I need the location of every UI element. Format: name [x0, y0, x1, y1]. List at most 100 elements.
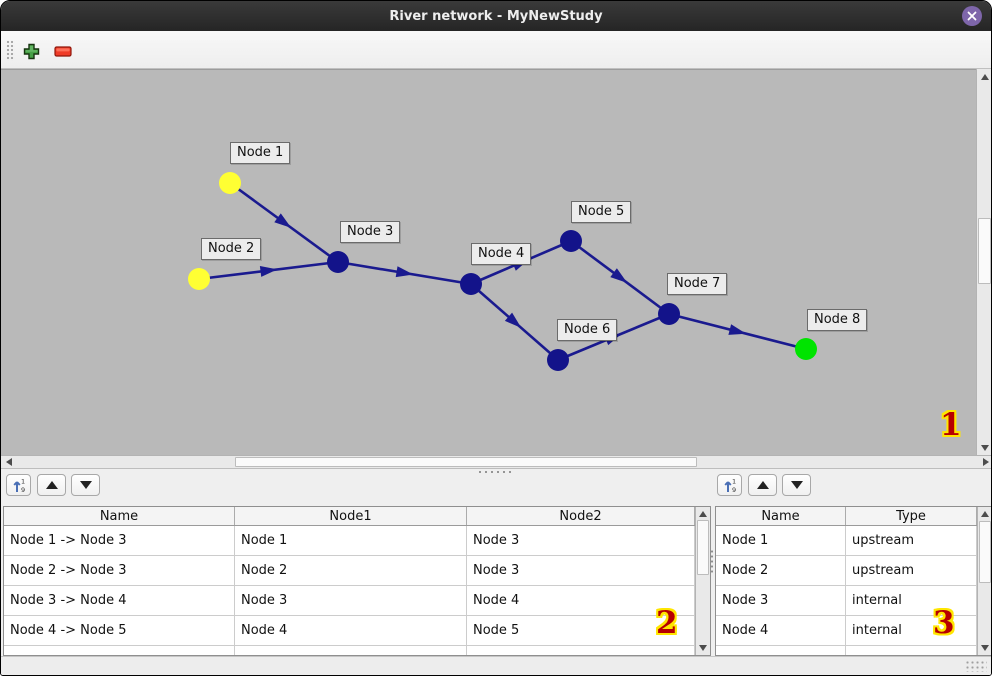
network-node[interactable] [219, 172, 241, 194]
scroll-down-button[interactable] [977, 440, 991, 455]
node-label: Node 1 [230, 142, 291, 164]
nodes-table-scrollbar[interactable] [977, 507, 991, 655]
edge-arrow-icon [610, 268, 628, 283]
triangle-down-icon [981, 645, 989, 651]
nodes-cell: Node 2 [716, 556, 846, 586]
scroll-up-button[interactable] [977, 69, 991, 84]
node-label: Node 3 [340, 221, 401, 243]
triangle-up-icon [756, 481, 769, 489]
nodes-cell: upstream [846, 526, 977, 556]
reaches-cell: Node 4 [467, 586, 695, 616]
edge-arrow-icon [259, 266, 278, 277]
reaches-row-empty [4, 646, 695, 655]
window-title: River network - MyNewStudy [389, 8, 603, 24]
canvas-vertical-scrollbar[interactable] [976, 69, 991, 455]
node-label: Node 6 [557, 319, 618, 341]
nodes-cell: upstream [846, 556, 977, 586]
triangle-up-icon [980, 73, 989, 80]
nodes-column-header[interactable]: Type [846, 507, 977, 525]
scroll-up-button[interactable] [696, 507, 710, 521]
network-node[interactable] [547, 349, 569, 371]
network-node[interactable] [188, 268, 210, 290]
reaches-cell [235, 646, 467, 655]
annotation-2: 2 [656, 605, 678, 641]
triangle-right-icon [982, 458, 989, 466]
reaches-move-down-button[interactable] [71, 474, 100, 496]
close-button[interactable] [962, 6, 982, 26]
scroll-up-button[interactable] [978, 507, 991, 521]
nodes-move-up-button[interactable] [748, 474, 777, 496]
scroll-down-button[interactable] [696, 641, 710, 655]
scrollbar-thumb[interactable] [978, 218, 991, 284]
triangle-down-icon [699, 645, 707, 651]
remove-button[interactable] [51, 39, 75, 63]
edge-arrow-icon [504, 312, 522, 328]
scroll-right-button[interactable] [978, 456, 991, 468]
nodes-move-down-button[interactable] [782, 474, 811, 496]
node-label: Node 2 [201, 238, 262, 260]
splitter-grip-icon [477, 470, 513, 474]
minus-icon [54, 45, 72, 57]
reaches-sort-button[interactable]: 1 9 [6, 474, 31, 496]
node-label: Node 8 [807, 309, 868, 331]
nodes-sort-button[interactable]: 1 9 [717, 474, 742, 496]
nodes-cell: Node 1 [716, 526, 846, 556]
reaches-column-header[interactable]: Node1 [235, 507, 467, 525]
reaches-cell: Node 3 [467, 556, 695, 586]
plus-icon [23, 43, 39, 59]
canvas-horizontal-scrollbar[interactable] [1, 455, 991, 469]
nodes-column-header[interactable]: Name [716, 507, 846, 525]
triangle-up-icon [981, 511, 989, 517]
nodes-cell: internal [846, 586, 977, 616]
nodes-cell: Node 3 [716, 586, 846, 616]
network-node[interactable] [795, 338, 817, 360]
network-node[interactable] [560, 230, 582, 252]
toolbar-grip[interactable] [6, 40, 15, 61]
triangle-up-icon [699, 511, 707, 517]
horizontal-splitter[interactable] [1, 469, 991, 475]
scroll-down-button[interactable] [978, 641, 991, 655]
scrollbar-thumb[interactable] [697, 520, 709, 575]
title-bar: River network - MyNewStudy [1, 1, 991, 31]
vertical-splitter-grip-icon[interactable] [710, 549, 714, 575]
network-node[interactable] [327, 251, 349, 273]
reaches-cell: Node 3 -> Node 4 [4, 586, 235, 616]
edge-arrow-icon [395, 266, 414, 278]
reaches-cell: Node 1 [235, 526, 467, 556]
annotation-3: 3 [933, 605, 955, 641]
sort-ascending-icon: 1 9 [723, 478, 736, 493]
reaches-cell: Node 5 [467, 616, 695, 646]
triangle-down-icon [790, 481, 803, 489]
reaches-cell: Node 3 [467, 526, 695, 556]
scrollbar-thumb[interactable] [979, 521, 991, 583]
resize-grip-icon[interactable] [965, 660, 987, 672]
network-node[interactable] [658, 303, 680, 325]
nodes-row-empty [716, 646, 977, 655]
node-label: Node 4 [471, 243, 532, 265]
reaches-move-up-button[interactable] [37, 474, 66, 496]
triangle-up-icon [45, 481, 58, 489]
reaches-column-header[interactable]: Name [4, 507, 235, 525]
svg-text:9: 9 [21, 486, 25, 493]
sort-ascending-icon: 1 9 [12, 478, 25, 493]
reaches-column-header[interactable]: Node2 [467, 507, 695, 525]
scroll-left-button[interactable] [1, 456, 16, 468]
reaches-table-scrollbar[interactable] [695, 507, 710, 655]
add-button[interactable] [19, 39, 43, 63]
network-node[interactable] [460, 273, 482, 295]
scrollbar-thumb[interactable] [235, 457, 697, 467]
